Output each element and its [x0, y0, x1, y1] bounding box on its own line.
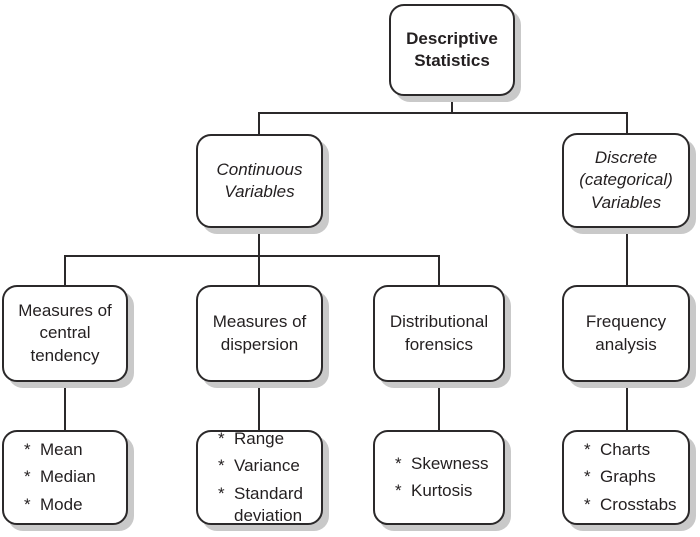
node-measures-dispersion: Measures of dispersion	[196, 285, 323, 382]
list-item-text: Crosstabs	[600, 494, 677, 514]
list-item: * Mean	[24, 439, 96, 461]
connector-discrete-down	[626, 226, 628, 287]
node-distributional-forensics: Distributional forensics	[373, 285, 505, 382]
node-distributional-forensics-label: Distributional forensics	[389, 312, 489, 354]
node-continuous-variables-label: Continuous Variables	[216, 159, 303, 201]
list-item-text: Mode	[40, 494, 83, 514]
node-central-tendency-items: * Mean * Median * Mode	[2, 430, 128, 525]
connector-to-continuous	[258, 112, 260, 136]
bullet: *	[218, 483, 225, 503]
list-item-text: Charts	[600, 440, 651, 460]
list-item: * Skewness	[395, 453, 488, 475]
bullet: *	[24, 440, 31, 460]
list-item-text: Median	[40, 467, 96, 487]
list-item: * Standard deviation	[218, 483, 315, 527]
node-descriptive-statistics-label: Descriptive Statistics	[406, 28, 498, 70]
list-item-text: Mean	[40, 440, 83, 460]
list-item-text: Variance	[234, 456, 300, 476]
node-frequency-analysis-label: Frequency analysis	[585, 312, 667, 354]
connector-dispersion-to-leaf	[258, 380, 260, 432]
connector-forensics-to-leaf	[438, 380, 440, 432]
bullet: *	[584, 440, 591, 460]
connector-to-central-tendency	[64, 255, 66, 287]
connector-root-stub	[451, 94, 453, 114]
bullet: *	[24, 494, 31, 514]
connector-frequency-to-leaf	[626, 380, 628, 432]
node-dispersion-items: * Range * Variance * Standard deviation	[196, 429, 323, 525]
node-frequency-items: * Charts * Graphs * Crosstabs	[562, 430, 690, 525]
list-item: * Mode	[24, 494, 96, 516]
bullet: *	[395, 453, 402, 473]
node-discrete-variables: Discrete (categorical) Variables	[562, 133, 690, 228]
node-measures-dispersion-label: Measures of dispersion	[212, 312, 307, 354]
list-item: * Crosstabs	[584, 494, 677, 516]
central-tendency-item-list: * Mean * Median * Mode	[4, 434, 102, 520]
list-item: * Median	[24, 466, 96, 488]
node-measures-central-tendency: Measures of central tendency	[2, 285, 128, 382]
list-item: * Kurtosis	[395, 480, 488, 502]
connector-level1-horizontal	[258, 112, 628, 114]
list-item-text: Standard deviation	[234, 483, 303, 525]
forensics-item-list: * Skewness * Kurtosis	[375, 448, 494, 507]
bullet: *	[584, 494, 591, 514]
bullet: *	[218, 456, 225, 476]
dispersion-item-list: * Range * Variance * Standard deviation	[198, 423, 321, 531]
connector-level2-horizontal	[64, 255, 440, 257]
list-item: * Range	[218, 428, 315, 450]
bullet: *	[218, 429, 225, 449]
node-descriptive-statistics: Descriptive Statistics	[389, 4, 515, 96]
list-item-text: Range	[234, 429, 285, 449]
node-measures-central-tendency-label: Measures of central tendency	[18, 300, 112, 365]
bullet: *	[24, 467, 31, 487]
list-item: * Graphs	[584, 466, 677, 488]
bullet: *	[395, 481, 402, 500]
node-discrete-variables-label: Discrete (categorical) Variables	[579, 147, 673, 212]
node-frequency-analysis: Frequency analysis	[562, 285, 690, 382]
list-item: * Charts	[584, 439, 677, 461]
node-forensics-items: * Skewness * Kurtosis	[373, 430, 505, 525]
connector-to-forensics	[438, 255, 440, 287]
bullet: *	[584, 467, 591, 487]
node-continuous-variables: Continuous Variables	[196, 134, 323, 228]
list-item-text: Graphs	[600, 467, 656, 487]
connector-central-to-leaf	[64, 380, 66, 432]
list-item-text: Kurtosis	[411, 481, 473, 500]
list-item: * Variance	[218, 455, 315, 477]
connector-to-discrete	[626, 112, 628, 135]
list-item-text: Skewness	[411, 453, 489, 473]
frequency-item-list: * Charts * Graphs * Crosstabs	[564, 434, 683, 520]
